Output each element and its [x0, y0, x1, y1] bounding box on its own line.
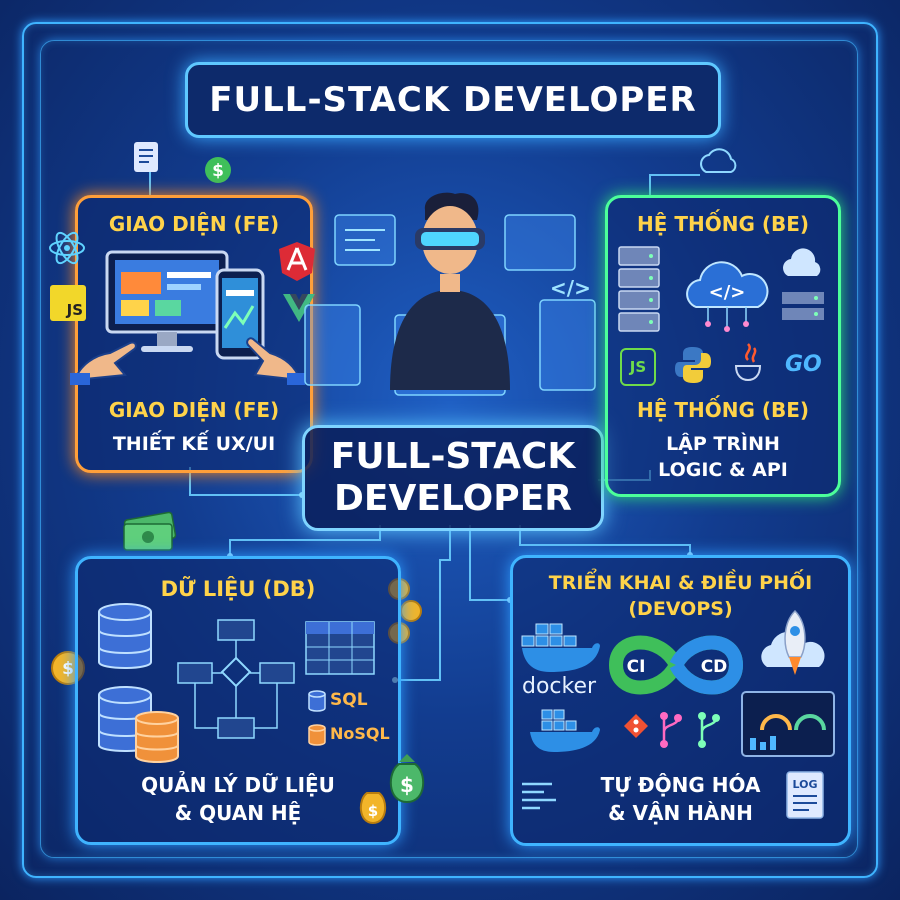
svg-text:$: $: [400, 773, 414, 797]
developer-avatar: [390, 192, 510, 390]
log-icon: LOG: [786, 771, 824, 819]
outer-frame: [22, 22, 878, 878]
database-desc-line2: & QUAN HỆ: [174, 801, 302, 825]
money-bag-icon-small: $: [359, 792, 387, 825]
frontend-subheading: GIAO DIỆN (FE): [108, 398, 280, 422]
backend-heading: HỆ THỐNG (BE): [636, 212, 810, 236]
table-icon: [305, 621, 375, 675]
inner-frame: [40, 40, 858, 858]
js-icon-label: JS: [66, 301, 83, 319]
backend-subheading: HỆ THỐNG (BE): [636, 398, 810, 422]
docker-label: docker: [522, 674, 597, 699]
frontend-heading: GIAO DIỆN (FE): [108, 212, 280, 236]
money-bag-icon: $: [389, 754, 425, 804]
database-desc-line1: QUẢN LÝ DỮ LIỆU: [141, 773, 335, 797]
database-heading: DỮ LIỆU (DB): [160, 577, 316, 601]
svg-text:</>: </>: [550, 276, 591, 300]
center-title-line1: FULL-STACK: [330, 436, 576, 477]
main-title: FULL-STACK DEVELOPER: [209, 80, 697, 120]
center-title-box: FULL-STACK DEVELOPER: [302, 425, 604, 531]
docker-icon: [521, 623, 600, 672]
dashboard-icon: [741, 691, 835, 757]
branch-icon-2: [698, 712, 720, 748]
database-icon-orange: [135, 711, 179, 763]
code-glyph: </>: [709, 282, 746, 303]
frontend-panel: GIAO DIỆN (FE) GIAO DIỆN (FE) THIẾT KẾ U…: [75, 195, 313, 473]
log-label: LOG: [793, 778, 818, 791]
monitor-icon: [105, 250, 229, 352]
backend-panel: HỆ THỐNG (BE) HỆ THỐNG (BE) LẬP TRÌNH LO…: [605, 195, 841, 497]
document-icon: [134, 142, 158, 172]
ci-label: CI: [627, 657, 646, 677]
svg-text:$: $: [368, 802, 378, 820]
database-icon: [98, 603, 152, 669]
cloud-code-icon: </>: [686, 261, 769, 332]
docker-whale-icon: [530, 709, 600, 752]
devops-desc-line1: TỰ ĐỘNG HÓA: [600, 773, 761, 797]
nodejs-label: JS: [629, 358, 647, 376]
nosql-db-icon: [308, 724, 326, 746]
devops-heading-line1: TRIỂN KHAI & ĐIỀU PHỐI: [548, 572, 813, 594]
phone-icon: [215, 268, 265, 360]
java-icon: [734, 343, 762, 382]
branch-icon: [660, 712, 682, 748]
go-label: GO: [785, 352, 822, 377]
frontend-desc: THIẾT KẾ UX/UI: [112, 433, 276, 455]
server-rack-icon: [782, 292, 824, 320]
sql-label: SQL: [330, 690, 368, 710]
js-icon: JS: [50, 285, 86, 321]
svg-text:$: $: [62, 659, 74, 679]
nodejs-icon: JS: [620, 348, 656, 386]
sql-db-icon: [308, 690, 326, 712]
devops-heading-line2: (DEVOPS): [628, 598, 733, 620]
python-icon: [675, 347, 711, 383]
ci-cd-icon: CI CD: [608, 635, 744, 695]
code-lines-icon: [522, 782, 556, 810]
svg-text:$: $: [212, 161, 224, 181]
schema-diagram: [177, 619, 295, 739]
nosql-label: NoSQL: [330, 724, 390, 743]
cloud-icon: [700, 148, 737, 173]
cloud-icon-small: [783, 248, 821, 276]
backend-desc-line1: LẬP TRÌNH: [666, 433, 780, 455]
cd-label: CD: [701, 657, 728, 677]
money-icon: [123, 511, 177, 551]
main-title-box: FULL-STACK DEVELOPER: [185, 62, 721, 138]
backend-desc-line2: LOGIC & API: [658, 459, 788, 481]
center-title-line2: DEVELOPER: [334, 478, 572, 519]
git-icon: [624, 714, 648, 738]
coin-icon: $: [205, 157, 231, 183]
react-icon: [49, 231, 85, 265]
hand-icon-right: [246, 337, 305, 385]
server-icon: [618, 246, 660, 332]
vue-icon: [283, 294, 315, 322]
go-icon: GO: [785, 352, 822, 377]
devops-desc-line2: & VẬN HÀNH: [608, 801, 753, 825]
rocket-icon: [761, 609, 825, 675]
hand-icon: [70, 341, 137, 385]
angular-icon: [279, 242, 315, 281]
